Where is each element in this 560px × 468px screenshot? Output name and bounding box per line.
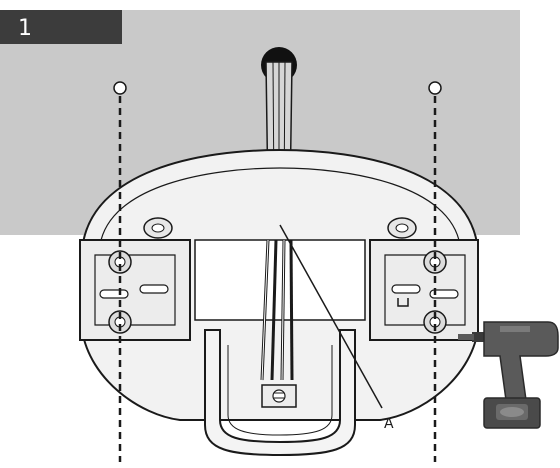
right-bracket: [369, 239, 479, 341]
wire-strap: [204, 329, 356, 457]
wires: [260, 239, 294, 381]
left-bracket: [79, 239, 191, 341]
callout-leader-a: [279, 224, 383, 409]
step-badge: [0, 10, 122, 44]
screw-hole-icon: [428, 81, 442, 95]
center-cutout: [194, 239, 366, 321]
screw-hole-icon: [113, 81, 127, 95]
callout-label-a: A: [384, 416, 394, 432]
cordless-drill-icon: [458, 321, 559, 429]
step-number: 1: [18, 16, 32, 41]
